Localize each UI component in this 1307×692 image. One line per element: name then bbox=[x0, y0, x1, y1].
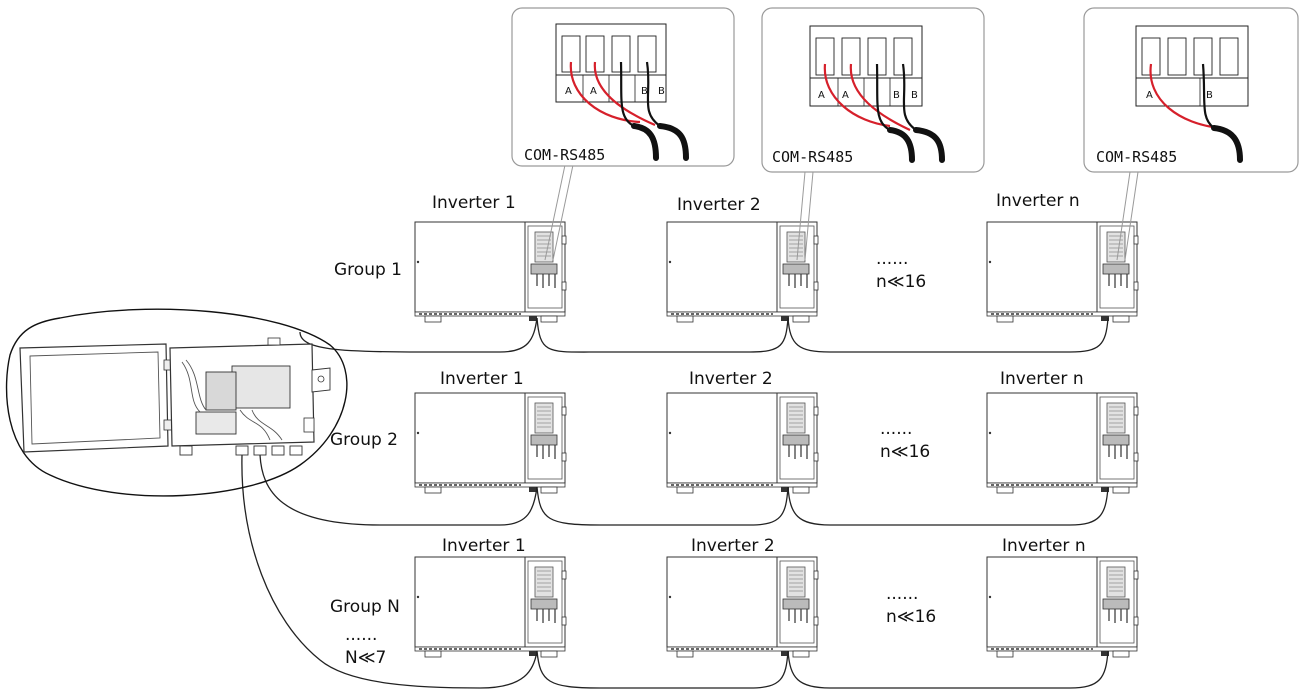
inverter-label: Inverter 1 bbox=[440, 369, 524, 389]
inverter-icon bbox=[986, 556, 1139, 658]
port-label: COM-RS485 bbox=[772, 148, 853, 166]
datalogger-box-icon bbox=[5, 308, 348, 497]
inverter-limit: n≪16 bbox=[886, 607, 936, 627]
inverter-icon bbox=[986, 392, 1139, 494]
ellipsis: ...... bbox=[886, 584, 918, 604]
port-label: COM-RS485 bbox=[1096, 148, 1177, 166]
port-label: COM-RS485 bbox=[524, 146, 605, 164]
inverter-label: Inverter n bbox=[1000, 369, 1084, 389]
inverter-icon bbox=[986, 221, 1139, 323]
group-label: Group N bbox=[330, 597, 400, 617]
terminal-label: A bbox=[565, 86, 572, 97]
group-label: Group 2 bbox=[330, 430, 398, 450]
inverter-label: Inverter 1 bbox=[432, 193, 516, 213]
terminal-label: B bbox=[911, 90, 918, 101]
inverter-icon bbox=[666, 392, 819, 494]
rs485-callout: A B COM-RS485 bbox=[1083, 7, 1299, 173]
inverter-icon bbox=[414, 221, 567, 323]
callout-leaders bbox=[544, 164, 1139, 261]
rs485-callout: A A B B COM-RS485 bbox=[511, 7, 735, 167]
terminal-block-icon: A A B B bbox=[555, 23, 667, 103]
ellipsis: ...... bbox=[345, 625, 377, 645]
terminal-label: A bbox=[1146, 90, 1153, 101]
rs485-cables bbox=[241, 317, 1109, 689]
inverter-icon bbox=[666, 556, 819, 658]
inverter-label: Inverter 1 bbox=[442, 536, 526, 556]
inverter-label: Inverter 2 bbox=[677, 195, 761, 215]
inverter-icon bbox=[414, 392, 567, 494]
inverter-limit: n≪16 bbox=[876, 272, 926, 292]
inverter-icon bbox=[414, 556, 567, 658]
ellipsis: ...... bbox=[880, 419, 912, 439]
ellipsis: ...... bbox=[876, 249, 908, 269]
terminal-block-icon: A B bbox=[1135, 25, 1249, 107]
inverter-label: Inverter n bbox=[1002, 536, 1086, 556]
terminal-label: A bbox=[842, 90, 849, 101]
inverter-label: Inverter 2 bbox=[689, 369, 773, 389]
inverter-label: Inverter 2 bbox=[691, 536, 775, 556]
terminal-label: B bbox=[641, 86, 648, 97]
group-limit: N≪7 bbox=[345, 648, 386, 668]
terminal-label: A bbox=[590, 86, 597, 97]
terminal-label: B bbox=[658, 86, 665, 97]
inverter-icon bbox=[666, 221, 819, 323]
terminal-label: B bbox=[893, 90, 900, 101]
rs485-callout: A A B B COM-RS485 bbox=[761, 7, 985, 173]
inverter-label: Inverter n bbox=[996, 191, 1080, 211]
terminal-label: B bbox=[1206, 90, 1213, 101]
terminal-label: A bbox=[818, 90, 825, 101]
group-label: Group 1 bbox=[334, 260, 402, 280]
inverter-limit: n≪16 bbox=[880, 442, 930, 462]
